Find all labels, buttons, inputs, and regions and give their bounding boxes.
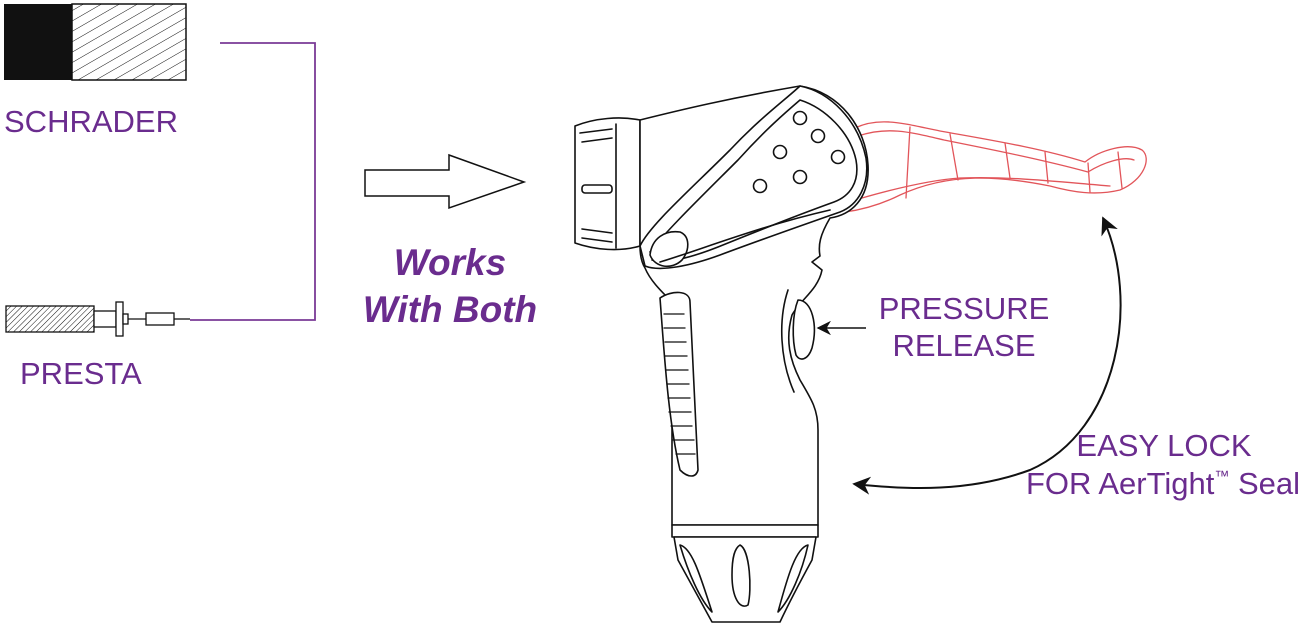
works-line-2: With Both [363, 289, 537, 330]
easy-lock-arrow [852, 216, 1122, 495]
lever-illustration [844, 121, 1147, 213]
easy-lock-line-2-suffix: Seal [1229, 466, 1300, 501]
easy-lock-line-2: FOR AerTight™ Seal [1026, 466, 1300, 501]
trademark-symbol: ™ [1214, 468, 1229, 485]
presta-valve-icon [5, 301, 190, 337]
pressure-release-line-2: RELEASE [892, 328, 1035, 363]
valve-connector-line [190, 42, 316, 321]
schrader-valve-icon [4, 3, 187, 81]
pressure-release-line-1: PRESSURE [879, 291, 1050, 326]
presta-label: PRESTA [20, 356, 142, 391]
easy-lock-line-1: EASY LOCK [1076, 428, 1252, 463]
pump-head-illustration [574, 85, 1147, 623]
right-arrow-icon [364, 153, 527, 210]
easy-lock-line-2-prefix: FOR AerTight [1026, 466, 1215, 501]
works-line-1: Works [394, 242, 506, 283]
schrader-label: SCHRADER [4, 104, 178, 139]
